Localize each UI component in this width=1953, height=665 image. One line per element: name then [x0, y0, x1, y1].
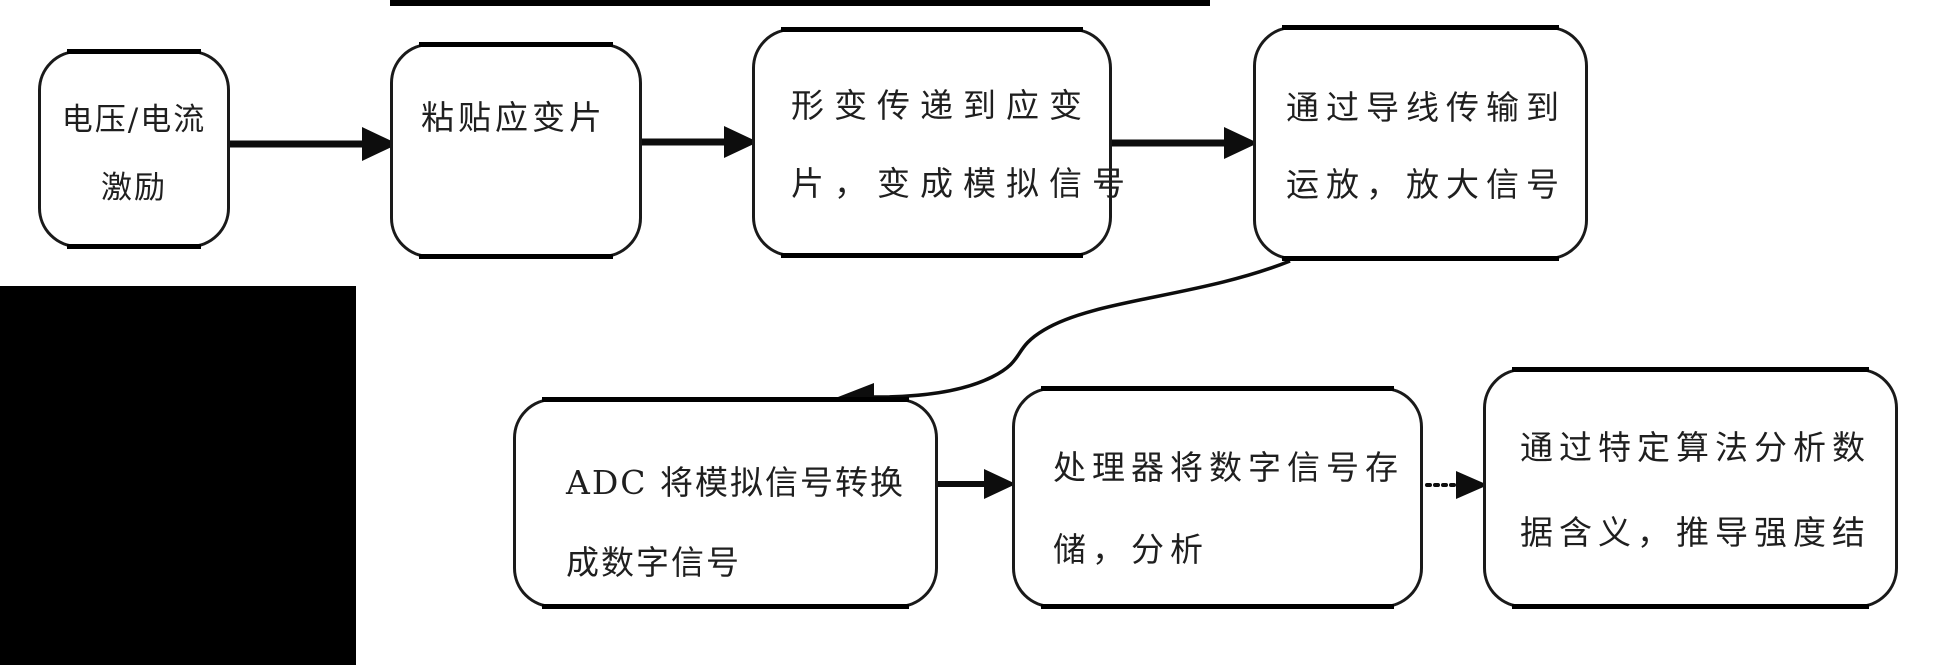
arrow-adc-to-processor [933, 469, 1016, 499]
node-text-line: 粘贴应变片 [421, 98, 606, 137]
node-excitation: 电压/电流 激励 [38, 49, 230, 249]
arrow-excitation-to-gauge [230, 127, 398, 161]
node-text-line: 通过特定算法分析数 [1520, 428, 1871, 467]
node-deformation-to-analog: 形变传递到应变 片，变成模拟信号 [752, 27, 1135, 258]
node-text-line: 运放，放大信号 [1286, 165, 1566, 204]
node-text-line: 储，分析 [1053, 530, 1209, 569]
arrow-deform-to-opamp [1112, 127, 1258, 159]
arrow-gauge-to-deform [642, 126, 758, 158]
node-text-line: 成数字信号 [566, 543, 741, 582]
node-attach-strain-gauge: 粘贴应变片 [390, 42, 642, 259]
redacted-block [0, 286, 356, 665]
node-text-line: 处理器将数字信号存 [1053, 448, 1404, 487]
node-text-line: 据含义，推导强度结 [1520, 513, 1871, 552]
node-wire-to-opamp: 通过导线传输到 运放，放大信号 [1253, 25, 1588, 261]
dotted-arrow-processor-to-algorithm [1425, 471, 1488, 499]
node-adc-convert: ADC 将模拟信号转换 成数字信号 [513, 397, 938, 609]
page-rule-line [390, 0, 1210, 6]
node-text-line: 通过导线传输到 [1286, 88, 1566, 127]
node-text-line: 激励 [101, 170, 167, 206]
node-processor-store-analyze: 处理器将数字信号存 储，分析 [1012, 386, 1423, 609]
node-algorithm-analysis: 通过特定算法分析数 据含义，推导强度结 [1483, 367, 1898, 609]
node-text-line: ADC 将模拟信号转换 [566, 463, 906, 502]
node-text-line: 片，变成模拟信号 [791, 164, 1135, 203]
node-text-line: 电压/电流 [61, 102, 207, 138]
node-text-line: 形变传递到应变 [791, 86, 1092, 125]
